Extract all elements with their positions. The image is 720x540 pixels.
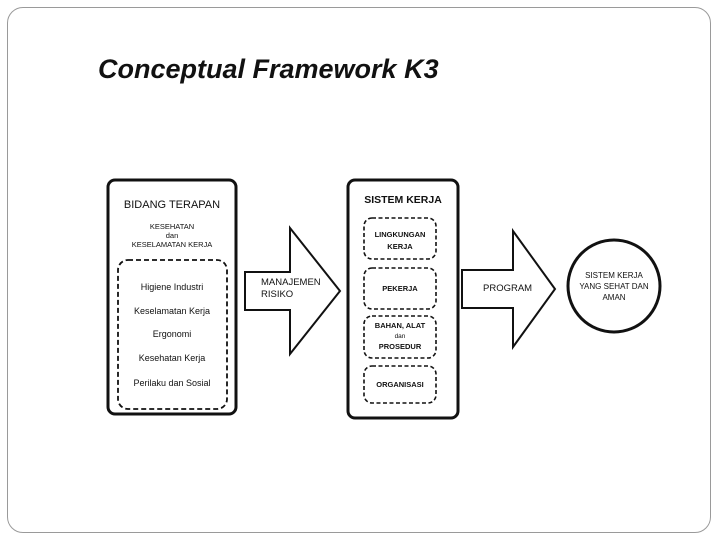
outcome-label-line: YANG SEHAT DAN — [579, 282, 649, 291]
sistem-kerja-item-line: dan — [395, 333, 406, 340]
bidang-terapan-item: Ergonomi — [153, 329, 192, 339]
sistem-kerja-item-box — [363, 365, 437, 404]
bidang-terapan-subtitle-line: KESEHATAN — [150, 222, 194, 231]
sistem-kerja-item-box — [363, 217, 437, 260]
bidang-terapan-items-dashed-box — [117, 259, 228, 410]
sistem-kerja-item-line: LINGKUNGAN — [375, 230, 426, 239]
sistem-kerja-item-line: KERJA — [387, 242, 413, 251]
sistem-kerja-item-box — [363, 267, 437, 310]
bidang-terapan-item: Higiene Industri — [141, 282, 204, 292]
outcome-label-line: SISTEM KERJA — [585, 271, 643, 280]
manajemen-risiko-label-line: RISIKO — [261, 289, 293, 300]
bidang-terapan-subtitle-line: KESELAMATAN KERJA — [132, 240, 213, 249]
bidang-terapan-item: Perilaku dan Sosial — [133, 378, 210, 388]
bidang-terapan-box — [106, 178, 238, 416]
manajemen-risiko-arrow — [244, 225, 342, 357]
outcome-circle — [566, 238, 662, 334]
sistem-kerja-item-box — [363, 315, 437, 359]
sistem-kerja-header: SISTEM KERJA — [364, 194, 442, 206]
bidang-terapan-item: Keselamatan Kerja — [134, 306, 210, 316]
sistem-kerja-item-line: BAHAN, ALAT — [375, 321, 426, 330]
program-arrow — [461, 227, 557, 351]
bidang-terapan-header: BIDANG TERAPAN — [124, 199, 220, 211]
sistem-kerja-item-line: PEKERJA — [382, 284, 418, 293]
outcome-label-line: AMAN — [602, 293, 625, 302]
sistem-kerja-item-line: PROSEDUR — [379, 342, 422, 351]
manajemen-risiko-label-line: MANAJEMEN — [261, 277, 321, 288]
sistem-kerja-item-line: ORGANISASI — [376, 380, 424, 389]
slide-title: Conceptual Framework K3 — [98, 54, 439, 84]
bidang-terapan-subtitle-line: dan — [166, 231, 179, 240]
bidang-terapan-item: Kesehatan Kerja — [139, 353, 206, 363]
program-label: PROGRAM — [483, 283, 532, 294]
